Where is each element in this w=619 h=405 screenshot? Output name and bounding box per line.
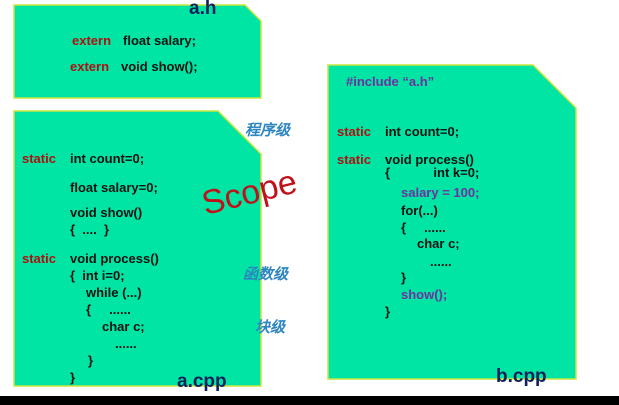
a-cpp-line5-keyword: static xyxy=(22,251,56,266)
bottom-bar xyxy=(0,396,619,405)
a-cpp-line1-keyword: static xyxy=(22,151,56,166)
a-cpp-line3: void show() xyxy=(70,205,143,220)
b-cpp-file-card: #include “a.h” static int count=0; stati… xyxy=(327,64,577,380)
block-level-label: 块级 xyxy=(255,319,286,336)
b-cpp-include-line: #include “a.h” xyxy=(346,74,435,89)
b-cpp-line1-code: int count=0; xyxy=(385,124,460,139)
program-level-label: 程序级 xyxy=(245,122,291,139)
b-cpp-line9: } xyxy=(401,270,407,285)
a-cpp-line8: { ...... xyxy=(86,302,131,317)
function-level-label: 函数级 xyxy=(243,266,289,283)
b-cpp-line2-code: void process() xyxy=(385,152,474,167)
a-cpp-filename: a.cpp xyxy=(177,371,227,392)
b-cpp-line2-keyword: static xyxy=(337,152,371,167)
b-cpp-line10: show(); xyxy=(401,287,448,302)
b-cpp-line8: ...... xyxy=(430,254,452,269)
a-h-line2-code: void show(); xyxy=(121,59,198,74)
a-cpp-line1-code: int count=0; xyxy=(70,151,145,166)
a-h-filename: a.h xyxy=(189,0,217,19)
a-cpp-line7: while (...) xyxy=(86,285,142,300)
a-cpp-file-card: static int count=0; float salary=0; void… xyxy=(13,110,262,387)
a-h-line1-keyword: extern xyxy=(72,33,112,48)
a-cpp-line6: { int i=0; xyxy=(70,268,125,283)
a-cpp-card-shape xyxy=(13,110,262,387)
a-cpp-line10: ...... xyxy=(115,336,137,351)
b-cpp-line1-keyword: static xyxy=(337,124,371,139)
a-cpp-line5-code: void process() xyxy=(70,251,159,266)
b-cpp-line3: { int k=0; xyxy=(385,165,480,180)
a-h-line1-code: float salary; xyxy=(123,33,196,48)
b-cpp-line5: for(...) xyxy=(401,203,438,218)
a-cpp-line4: { .... } xyxy=(70,222,110,237)
b-cpp-line11: } xyxy=(385,304,391,319)
a-h-card-shape xyxy=(13,4,262,99)
b-cpp-filename: b.cpp xyxy=(496,366,547,387)
b-cpp-card-shape xyxy=(327,64,577,380)
b-cpp-line4: salary = 100; xyxy=(401,185,480,200)
b-cpp-line7: char c; xyxy=(417,236,460,251)
b-cpp-line6: { ...... xyxy=(401,220,446,235)
a-cpp-line2: float salary=0; xyxy=(70,180,158,195)
a-h-file-card: extern float salary; extern void show(); xyxy=(13,4,262,99)
a-h-line2-keyword: extern xyxy=(70,59,110,74)
a-cpp-line9: char c; xyxy=(102,319,145,334)
a-cpp-line12: } xyxy=(70,370,76,385)
a-cpp-line11: } xyxy=(88,353,94,368)
